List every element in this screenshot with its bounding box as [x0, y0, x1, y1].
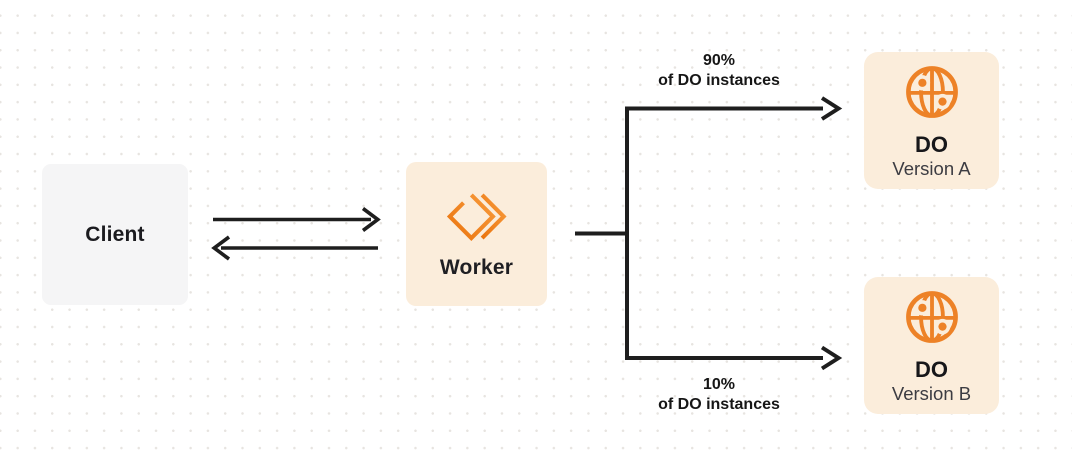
do-subtitle-a: Version A [892, 158, 971, 179]
branch-connector [575, 96, 843, 371]
durable-object-globe-icon [905, 66, 958, 118]
do-node-version-b: DO Version B [864, 277, 999, 414]
branch-percent-bottom: 10% [702, 376, 736, 393]
worker-to-client-arrow [211, 235, 378, 261]
cloudflare-workers-logo-icon [446, 193, 507, 241]
branch-label-bottom: 10% of DO instances [609, 375, 829, 414]
worker-node: Worker [406, 162, 547, 306]
client-to-worker-arrow [213, 207, 381, 232]
branch-caption-top: of DO instances [658, 71, 780, 89]
do-node-version-a: DO Version A [864, 52, 999, 189]
durable-object-globe-icon [905, 291, 958, 343]
branch-percent-top: 90% [702, 52, 736, 69]
branch-label-top: 90% of DO instances [609, 51, 829, 90]
do-subtitle-b: Version B [891, 383, 972, 404]
client-label: Client [85, 222, 145, 246]
do-title-a: DO [915, 132, 948, 157]
branch-arrowhead-top [820, 96, 843, 121]
branch-caption-bottom: of DO instances [658, 395, 780, 413]
do-title-b: DO [915, 357, 948, 382]
branch-arrowhead-bottom [820, 345, 843, 371]
client-node: Client [42, 164, 188, 305]
worker-label: Worker [439, 255, 514, 279]
